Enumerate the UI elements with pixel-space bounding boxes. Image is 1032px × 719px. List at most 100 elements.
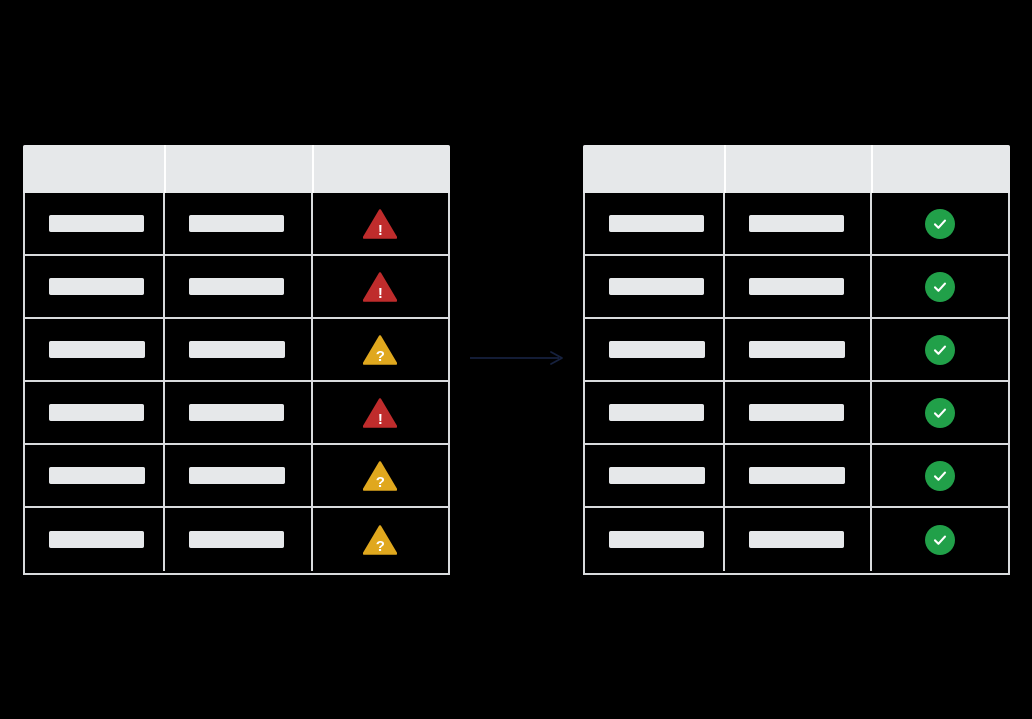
error-triangle-icon: !	[363, 397, 398, 428]
column-header-1	[23, 145, 166, 193]
after-table	[583, 145, 1010, 575]
table-cell	[872, 445, 1008, 506]
table-header-row	[583, 145, 1010, 193]
table-cell: !	[313, 193, 448, 254]
table-cell: ?	[313, 445, 448, 506]
placeholder-bar	[189, 404, 285, 421]
table-row	[585, 508, 1008, 571]
warning-triangle-icon: ?	[363, 524, 398, 555]
table-cell	[585, 193, 726, 254]
table-cell	[872, 193, 1008, 254]
column-header-3	[873, 145, 1010, 193]
table-cell	[585, 256, 726, 317]
table-cell: ?	[313, 319, 448, 380]
error-triangle-icon: !	[363, 208, 398, 239]
warning-triangle-icon: ?	[363, 460, 398, 491]
placeholder-bar	[749, 341, 846, 358]
placeholder-bar	[609, 278, 704, 295]
status-glyph: !	[377, 284, 383, 302]
placeholder-bar	[189, 341, 286, 358]
error-triangle-icon: !	[363, 271, 398, 302]
placeholder-bar	[749, 531, 845, 548]
success-check-icon	[924, 208, 955, 239]
table-body: !!?!??	[23, 193, 450, 575]
table-cell	[725, 256, 872, 317]
placeholder-bar	[609, 467, 705, 484]
placeholder-bar	[189, 278, 285, 295]
table-cell: ?	[313, 508, 448, 571]
table-cell	[585, 319, 726, 380]
column-header-2	[166, 145, 314, 193]
column-header-2	[726, 145, 873, 193]
table-cell	[165, 193, 313, 254]
column-header-1	[583, 145, 726, 193]
placeholder-bar	[49, 531, 144, 548]
placeholder-bar	[749, 278, 845, 295]
table-row: ?	[25, 508, 448, 571]
placeholder-bar	[49, 404, 144, 421]
table-row	[585, 445, 1008, 508]
table-cell	[165, 382, 313, 443]
table-cell	[725, 319, 872, 380]
placeholder-bar	[189, 467, 286, 484]
placeholder-bar	[49, 341, 145, 358]
table-cell	[872, 256, 1008, 317]
table-row	[585, 256, 1008, 319]
table-cell	[25, 445, 166, 506]
table-cell	[872, 382, 1008, 443]
placeholder-bar	[609, 404, 704, 421]
table-cell	[25, 193, 166, 254]
status-glyph: !	[377, 410, 383, 428]
warning-triangle-icon: ?	[363, 334, 398, 365]
success-check-icon	[924, 524, 955, 555]
table-cell	[25, 382, 166, 443]
table-cell: !	[313, 382, 448, 443]
table-cell	[165, 319, 313, 380]
table-row	[585, 193, 1008, 256]
status-glyph: !	[377, 221, 383, 239]
success-check-icon	[924, 397, 955, 428]
placeholder-bar	[189, 215, 285, 232]
table-header-row	[23, 145, 450, 193]
table-cell	[585, 382, 726, 443]
table-body	[583, 193, 1010, 575]
table-cell	[25, 256, 166, 317]
status-glyph: ?	[375, 347, 385, 365]
placeholder-bar	[609, 215, 704, 232]
status-glyph: ?	[375, 537, 385, 555]
table-cell	[585, 445, 726, 506]
table-row: ?	[25, 445, 448, 508]
table-cell	[25, 319, 166, 380]
table-cell	[725, 445, 872, 506]
table-row: !	[25, 382, 448, 445]
table-row	[585, 319, 1008, 382]
table-cell	[165, 445, 313, 506]
before-table: !!?!??	[23, 145, 450, 575]
success-check-icon	[924, 460, 955, 491]
placeholder-bar	[49, 467, 145, 484]
table-cell	[585, 508, 726, 571]
table-cell	[25, 508, 166, 571]
placeholder-bar	[749, 215, 845, 232]
table-row	[585, 382, 1008, 445]
table-cell	[725, 382, 872, 443]
table-cell	[725, 193, 872, 254]
table-row: !	[25, 256, 448, 319]
table-cell	[165, 256, 313, 317]
placeholder-bar	[49, 215, 144, 232]
success-check-icon	[924, 271, 955, 302]
table-row: ?	[25, 319, 448, 382]
placeholder-bar	[49, 278, 144, 295]
table-cell	[872, 319, 1008, 380]
table-cell	[725, 508, 872, 571]
placeholder-bar	[189, 531, 285, 548]
column-header-3	[314, 145, 450, 193]
success-check-icon	[924, 334, 955, 365]
placeholder-bar	[609, 531, 704, 548]
placeholder-bar	[609, 341, 705, 358]
placeholder-bar	[749, 467, 846, 484]
table-cell	[872, 508, 1008, 571]
table-cell	[165, 508, 313, 571]
table-row: !	[25, 193, 448, 256]
